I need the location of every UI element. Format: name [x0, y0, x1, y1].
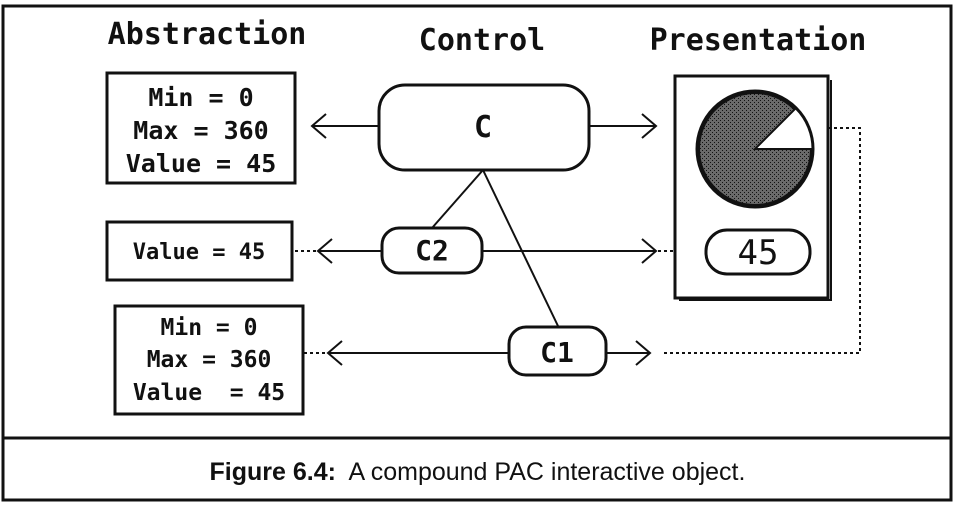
dial-filled-sector [698, 92, 813, 206]
abstraction-bottom-min: Min = 0 [161, 315, 258, 341]
presentation-readout: 45 [704, 228, 812, 276]
link-c1-to-dial [664, 127, 861, 354]
link-c-to-c1 [482, 169, 559, 327]
control-c-label: C [474, 110, 492, 145]
header-abstraction: Abstraction [108, 17, 307, 52]
header-presentation: Presentation [650, 23, 867, 58]
arrow-c2-to-abstraction [295, 238, 382, 264]
header-control: Control [419, 23, 545, 58]
abstraction-middle-box: Value = 45 [105, 220, 294, 282]
arrow-c1-to-abstraction [304, 340, 509, 366]
control-node-c: C [377, 83, 591, 172]
arrow-c1-to-presentation [607, 340, 652, 366]
control-c1-label: C1 [540, 336, 574, 369]
link-c-to-c2 [431, 169, 484, 229]
caption-label: Figure 6.4: [209, 458, 336, 486]
abstraction-top-box: Min = 0 Max = 360 Value = 45 [105, 71, 297, 185]
figure-caption: Figure 6.4: A compound PAC interactive o… [0, 458, 955, 487]
abstraction-bottom-max: Max = 360 [147, 347, 272, 373]
abstraction-bottom-value: Value = 45 [133, 380, 285, 406]
readout-value: 45 [738, 233, 779, 273]
outer-border [1, 4, 953, 502]
abstraction-top-value: Value = 45 [126, 149, 277, 178]
control-node-c1: C1 [507, 325, 608, 377]
arrow-c-to-abstraction [310, 113, 378, 139]
control-c2-label: C2 [415, 234, 449, 267]
abstraction-top-max: Max = 360 [133, 116, 268, 145]
arrow-c2-to-presentation [483, 238, 705, 264]
control-node-c2: C2 [380, 226, 484, 275]
abstraction-middle-value: Value = 45 [133, 240, 265, 265]
presentation-dial [695, 89, 815, 209]
caption-text: A compound PAC interactive object. [348, 458, 746, 486]
abstraction-top-min: Min = 0 [148, 83, 253, 112]
arrow-c-to-presentation [590, 113, 658, 139]
abstraction-bottom-box: Min = 0 Max = 360 Value = 45 [113, 304, 305, 416]
